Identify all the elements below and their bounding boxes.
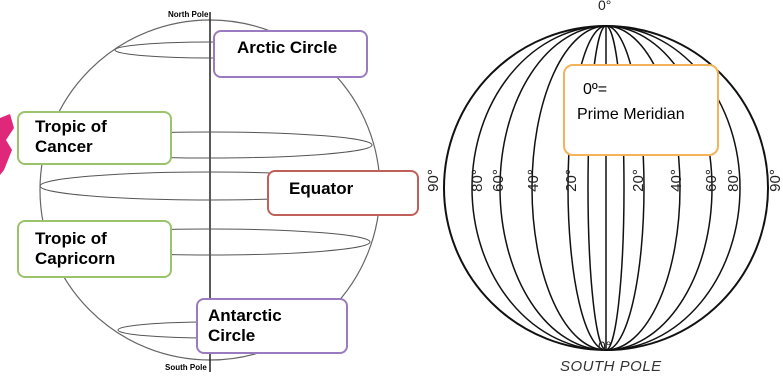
tropic-capricorn-label-1: Tropic of <box>35 229 107 248</box>
equator-label: Equator <box>289 179 354 198</box>
antarctic-label-2: Circle <box>208 326 256 345</box>
degree-right-80: 80° <box>724 169 742 192</box>
tropic-cancer-label-1: Tropic of <box>35 117 107 136</box>
tropic-capricorn-label-2: Capricorn <box>35 249 116 268</box>
degree-right-40: 40° <box>667 169 685 192</box>
north-pole-label: North Pole <box>168 10 209 19</box>
pink-marker-shape <box>0 114 14 175</box>
meridian-inner-20 <box>587 25 625 351</box>
tropic-cancer-label-2: Cancer <box>35 137 93 156</box>
tropic-capricorn-box: Tropic of Capricorn <box>17 220 172 278</box>
degree-right-20: 20° <box>629 169 647 192</box>
top-zero-degree: 0° <box>598 0 612 13</box>
equator-box: Equator <box>267 170 419 216</box>
bottom-zero-degree: 0° <box>598 338 612 354</box>
degree-left-80: 80° <box>468 169 486 192</box>
degree-left-90: 90° <box>424 169 442 192</box>
south-pole-caption: SOUTH POLE <box>560 358 662 375</box>
antarctic-label-1: Antarctic <box>208 306 282 325</box>
south-pole-label: South Pole <box>165 363 207 372</box>
tropic-cancer-box: Tropic of Cancer <box>17 111 172 165</box>
arctic-circle-box: Arctic Circle <box>213 30 368 78</box>
degree-right-90: 90° <box>766 169 783 192</box>
degree-left-20: 20° <box>562 169 580 192</box>
meridian-lines <box>471 25 741 351</box>
prime-meridian-box: 0º= Prime Meridian <box>563 64 719 156</box>
arctic-circle-label: Arctic Circle <box>237 38 338 57</box>
antarctic-circle-box: Antarctic Circle <box>196 298 348 354</box>
degree-right-60: 60° <box>702 169 720 192</box>
prime-meridian-label-2: Prime Meridian <box>577 106 685 123</box>
degree-left-60: 60° <box>489 169 507 192</box>
prime-meridian-label-1: 0º= <box>583 81 608 98</box>
degree-left-40: 40° <box>524 169 542 192</box>
